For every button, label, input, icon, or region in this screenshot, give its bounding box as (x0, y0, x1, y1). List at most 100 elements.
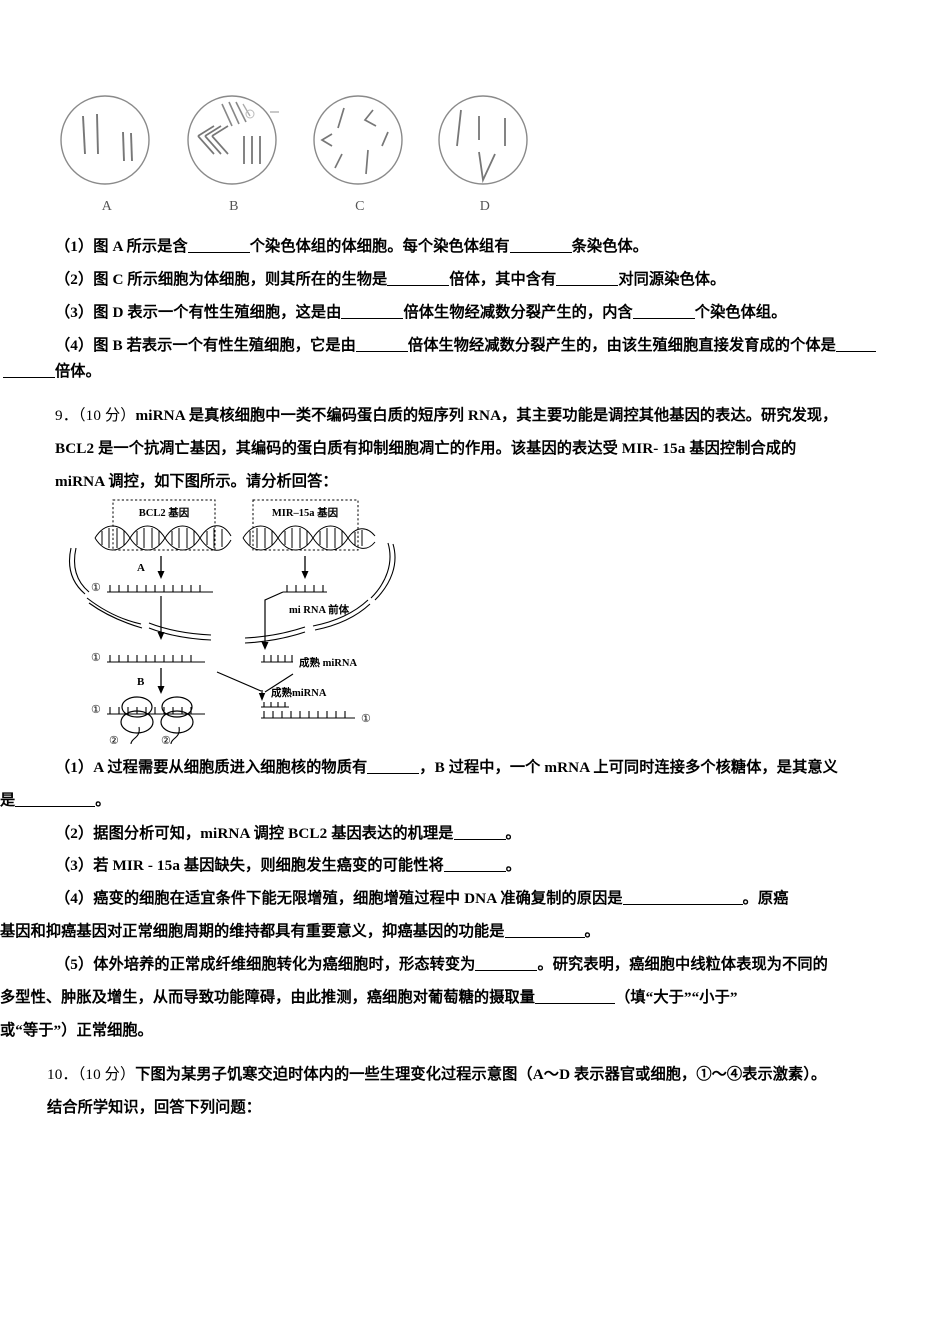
q8-p3-label: （3） (55, 303, 94, 321)
question-9-parts: （1）A 过程需要从细胞质进入细胞核的物质有 ，B 过程中，一个 mRNA 上可同… (0, 758, 915, 1040)
q9-p2-seg2: 。 (505, 824, 521, 842)
nuclear-envelope-mid (148, 622, 306, 644)
q9-p5-seg5: 或“等于”）正常细胞。 (0, 1022, 153, 1040)
cell-d-svg (438, 95, 528, 185)
marker-1-a: ① (91, 582, 101, 594)
q9-p5-seg3: 多型性、肿胀及增生，从而导致功能障碍，由此推测，癌细胞对葡萄糖的摄取量 (0, 989, 536, 1007)
polypeptide-chain-1 (130, 726, 140, 744)
q9-stem-1: miRNA 是真核细胞中一类不编码蛋白质的短序列 RNA，其主要功能是调控其他基… (135, 406, 838, 424)
q9-p2-blank-1[interactable] (453, 838, 506, 840)
mir15a-gene-box (252, 499, 359, 551)
q8-p3-seg3: 个染色体组。 (694, 303, 787, 321)
q9-part-2: （2）据图分析可知，miRNA 调控 BCL2 基因表达的机理是 。 (55, 824, 915, 842)
q9-points: （10 分） (77, 406, 136, 424)
cell-diagram-b: B (184, 88, 284, 215)
q9-p3-seg2: 。 (505, 857, 522, 875)
mirna-binding-arrows (216, 671, 294, 693)
nuclear-envelope-right (312, 542, 396, 631)
q8-part-2: （2）图 C 所示细胞为体细胞，则其所在的生物是倍体，其中含有对同源染色体。 (55, 270, 915, 288)
q9-p1-blank-1[interactable] (367, 772, 420, 774)
q9-part-5-cont-1: 多型性、肿胀及增生，从而导致功能障碍，由此推测，癌细胞对葡萄糖的摄取量（填“大于… (0, 990, 915, 1006)
q9-part-3: （3）若 MIR - 15a 基因缺失，则细胞发生癌变的可能性将。 (55, 858, 915, 874)
mirna-pathway-svg: BCL2 基因 (68, 499, 396, 744)
q9-p5-blank-1[interactable] (475, 970, 538, 972)
q8-p4-seg2: 倍体生物经减数分裂产生的，由该生殖细胞直接发育成的个体是 (407, 336, 836, 354)
q8-p4-blank-2b[interactable] (3, 376, 55, 378)
question-9: 9．（10 分）miRNA 是真核细胞中一类不编码蛋白质的短序列 RNA，其主要… (0, 406, 915, 1040)
ribosome-2 (160, 696, 194, 734)
q9-stem-2: BCL2 是一个抗凋亡基因，其编码的蛋白质有抑制细胞凋亡的作用。该基因的表达受 … (55, 439, 797, 457)
mature-mirna-label-1: 成熟 miRNA (299, 656, 357, 669)
q9-p2-seg1: 据图分析可知，miRNA 调控 BCL2 基因表达的机理是 (93, 824, 454, 842)
q8-p2-blank-1[interactable] (387, 284, 450, 286)
q8-p1-blank-2[interactable] (509, 252, 572, 253)
q8-p3-blank-1[interactable] (341, 317, 404, 319)
q10-stem-2: 结合所学知识，回答下列问题： (47, 1099, 262, 1117)
nuclear-envelope-left (68, 547, 143, 629)
q9-stem-line-3: miRNA 调控，如下图所示。请分析回答： (55, 472, 915, 490)
marker-1-b: ① (91, 652, 101, 664)
q8-part-3: （3）图 D 表示一个有性生殖细胞，这是由倍体生物经减数分裂产生的，内含个染色体… (55, 303, 915, 321)
q8-p2-seg1: 图 C 所示细胞为体细胞，则其所在的生物是 (93, 270, 388, 288)
q9-stem-3: miRNA 调控，如下图所示。请分析回答： (55, 472, 338, 490)
cell-a-svg (60, 95, 150, 185)
q9-p3-seg1: 若 MIR - 15a 基因缺失，则细胞发生癌变的可能性将 (93, 857, 444, 875)
mir15a-dna-helix (242, 525, 376, 551)
mrna-strand-nuclear (107, 584, 213, 593)
q9-part-4: （4）癌变的细胞在适宜条件下能无限增殖，细胞增殖过程中 DNA 准确复制的原因是… (55, 891, 915, 907)
mrna-strand-cytoplasm (107, 654, 205, 663)
q8-part-4-cont: 倍体。 (3, 362, 915, 380)
q9-p1-seg1: A 过程需要从细胞质进入细胞核的物质有 (93, 758, 368, 776)
marker-2-b: ② (161, 735, 171, 744)
marker-1-c: ① (91, 704, 101, 716)
mirna-bound-target-mrna (261, 710, 355, 719)
process-a-label: A (137, 562, 145, 574)
q10-stem-line-2: 结合所学知识，回答下列问题： (47, 1100, 915, 1116)
q9-p4-blank-2[interactable] (504, 937, 585, 939)
cell-a-label: A (101, 199, 113, 214)
cell-b-label: B (229, 199, 239, 214)
q8-p4-blank-2[interactable] (835, 350, 876, 352)
q8-p2-blank-2[interactable] (556, 284, 619, 286)
q8-p4-blank-1[interactable] (355, 350, 408, 352)
q9-p1-seg3: 是 (0, 791, 16, 809)
q9-p4-seg3: 基因和抑癌基因对正常细胞周期的维持都具有重要意义，抑癌基因的功能是 (0, 923, 505, 941)
q9-p1-seg2: ，B 过程中，一个 mRNA 上可同时连接多个核糖体，是其意义 (419, 758, 838, 776)
ribosome-1 (120, 696, 154, 734)
page-content: A (0, 0, 915, 1116)
cell-c-svg (313, 95, 403, 185)
q8-p2-seg2: 倍体，其中含有 (449, 270, 557, 288)
q8-p2-seg3: 对同源染色体。 (618, 270, 726, 288)
q8-p1-seg2: 个染色体组的体细胞。每个染色体组有 (249, 238, 510, 255)
q9-p1-blank-2[interactable] (15, 805, 96, 807)
q8-p3-blank-2[interactable] (632, 317, 695, 319)
q8-p1-blank-1[interactable] (187, 252, 250, 253)
q9-part-1-cont: 是。 (0, 791, 915, 809)
cell-diagram-c: C (310, 88, 410, 215)
q9-number: 9． (55, 406, 78, 424)
q9-part-5: （5）体外培养的正常成纤维细胞转化为癌细胞时，形态转变为。研究表明，癌细胞中线粒… (55, 957, 915, 973)
q9-p5-seg2: 。研究表明，癌细胞中线粒体表现为不同的 (537, 956, 828, 974)
q9-p3-blank-1[interactable] (443, 871, 506, 873)
q9-part-1: （1）A 过程需要从细胞质进入细胞核的物质有 ，B 过程中，一个 mRNA 上可同… (55, 758, 915, 776)
chromosome-cell-figure: A (57, 88, 915, 223)
q9-part-4-cont: 基因和抑癌基因对正常细胞周期的维持都具有重要意义，抑癌基因的功能是。 (0, 924, 915, 940)
q9-p2-label: （2） (55, 824, 94, 842)
q8-p3-seg2: 倍体生物经减数分裂产生的，内含 (403, 303, 633, 321)
mirna-bound-short-strand (261, 701, 289, 708)
polypeptide-chain-2 (170, 726, 180, 744)
bcl2-gene-label: BCL2 基因 (139, 506, 189, 519)
q9-p4-label: （4） (55, 890, 94, 908)
q9-p1-label: （1） (55, 758, 94, 776)
q9-part-5-cont-2: 或“等于”）正常细胞。 (0, 1023, 915, 1039)
q8-p4-seg3: 倍体。 (55, 362, 101, 380)
q9-p4-seg1: 癌变的细胞在适宜条件下能无限增殖，细胞增殖过程中 DNA 准确复制的原因是 (93, 890, 623, 908)
marker-2-a: ② (109, 735, 119, 744)
q9-p4-blank-1[interactable] (622, 904, 743, 906)
bcl2-gene-box (112, 499, 216, 551)
q10-number: 10． (47, 1066, 78, 1084)
mature-mirna-strand-1 (261, 654, 293, 663)
q9-p5-blank-2[interactable] (535, 1003, 616, 1005)
cell-diagram-a: A (57, 88, 157, 215)
